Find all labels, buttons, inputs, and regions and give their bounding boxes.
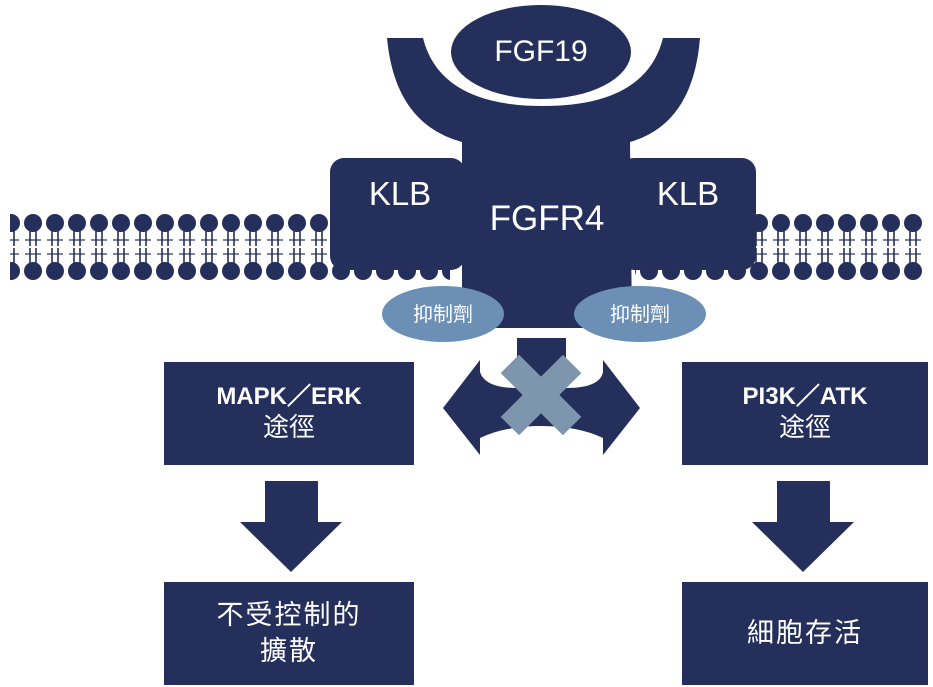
down-arrow-icon-left <box>240 481 342 572</box>
mapk-erk-box <box>164 362 414 465</box>
mapk-erk-title: MAPK／ERK <box>216 383 362 410</box>
mapk-erk-text: MAPK／ERK 途徑 <box>164 362 414 465</box>
uncontrolled-proliferation-box <box>164 582 414 685</box>
inhibitor-left-shape <box>382 286 504 342</box>
outcome-left-line2: 擴散 <box>260 635 318 667</box>
inhibitor-right-shape <box>574 286 706 342</box>
fgf19-label: FGF19 <box>494 35 588 68</box>
klb-left-label: KLB <box>368 175 432 212</box>
fgfr4-label: FGFR4 <box>489 199 605 238</box>
cell-survival-box <box>682 582 928 685</box>
mapk-erk-subtitle: 途徑 <box>262 413 315 444</box>
uncontrolled-proliferation-text: 不受控制的 擴散 <box>164 582 414 685</box>
x-cross-icon <box>500 354 582 436</box>
down-arrow-icon-right <box>752 481 854 572</box>
klb-left-block <box>330 158 465 270</box>
klb-right-label: KLB <box>656 175 720 212</box>
outcome-left-line1: 不受控制的 <box>216 600 362 632</box>
pi3k-atk-title: PI3K／ATK <box>742 383 868 410</box>
pi3k-atk-text: PI3K／ATK 途徑 <box>682 362 928 465</box>
fgf19-ligand-shape <box>451 5 631 99</box>
fgfr4-receptor-shape <box>387 38 700 328</box>
outcome-right-line1: 細胞存活 <box>747 617 863 649</box>
inhibitor-left-label: 抑制劑 <box>413 302 473 326</box>
klb-right-block <box>620 158 756 270</box>
cell-survival-text: 細胞存活 <box>682 582 928 685</box>
inhibitor-right-label: 抑制劑 <box>610 302 670 326</box>
pi3k-atk-box <box>682 362 928 465</box>
pi3k-atk-subtitle: 途徑 <box>778 413 831 444</box>
